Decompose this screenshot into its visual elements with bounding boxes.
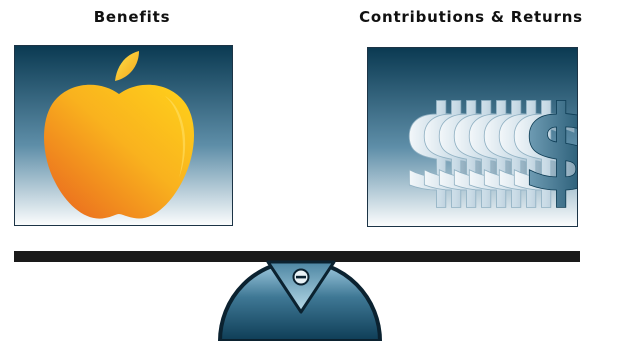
dollar-glyph: $ — [505, 80, 578, 218]
dollar-glyph: $ — [490, 80, 572, 218]
dollar-glyph: $ — [520, 80, 578, 218]
benefits-panel — [14, 45, 233, 226]
pivot-triangle — [266, 260, 336, 314]
balance-beam — [14, 251, 580, 262]
dollar-glyph: $ — [430, 80, 512, 218]
dollar-glyph: $ — [415, 80, 497, 218]
dollar-glyph: $ — [445, 80, 527, 218]
dollar-glyph: $ — [460, 80, 542, 218]
benefits-label: Benefits — [93, 8, 171, 26]
dollar-glyph: $ — [475, 80, 557, 218]
contributions-returns-label: Contributions & Returns — [359, 8, 583, 26]
minus-icon — [292, 268, 310, 286]
dollar-glyph: $ — [400, 80, 482, 218]
contributions-returns-panel: $$$$$$$$$ — [367, 47, 578, 227]
apple-icon — [15, 46, 232, 225]
dollar-sign-icon: $$$$$$$$$ — [368, 48, 578, 226]
